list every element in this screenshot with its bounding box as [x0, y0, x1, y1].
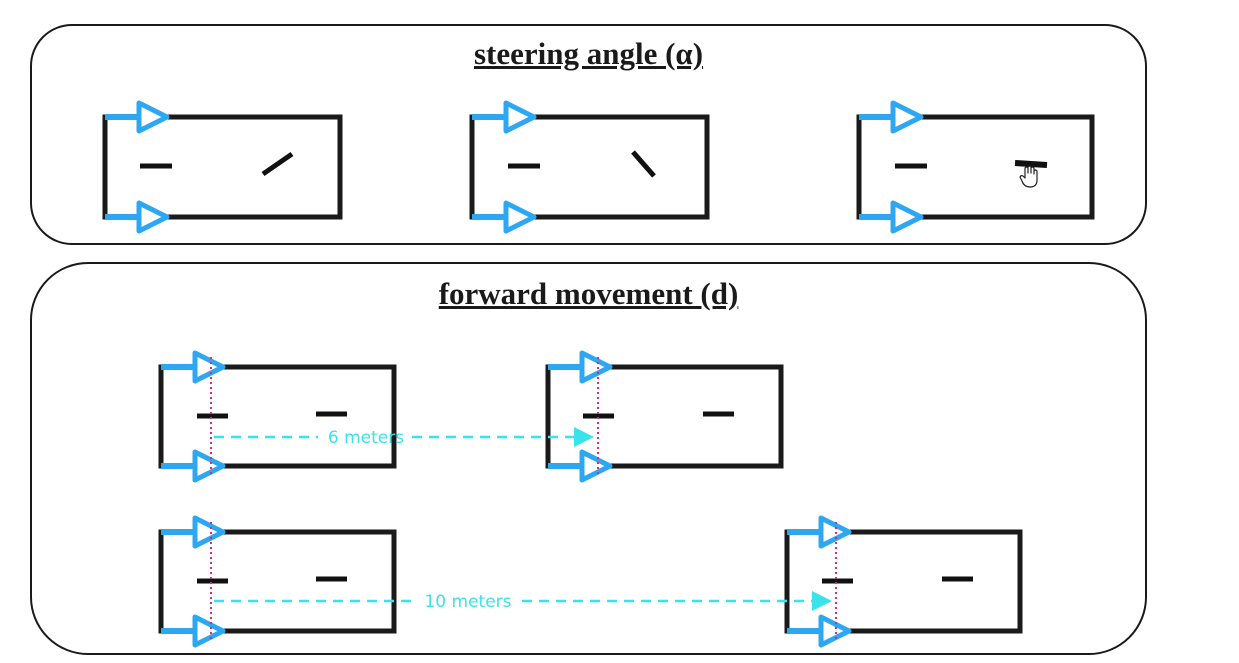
wheel-arrow-icon — [548, 350, 613, 384]
steer-car-2 — [469, 100, 710, 234]
steering-angle-panel: steering angle (α) — [30, 24, 1147, 245]
car-body — [158, 529, 397, 634]
car-body — [102, 114, 343, 220]
wheel-arrow-icon — [161, 614, 226, 648]
hand-pointer-icon — [1019, 165, 1038, 188]
car-body — [784, 529, 1023, 634]
wheel-arrow-icon — [105, 200, 170, 234]
arrowhead-icon — [812, 591, 832, 611]
steering-angle-title: steering angle (α) — [473, 36, 704, 71]
front-wheel-mark — [261, 151, 294, 177]
wheel-arrow-icon — [787, 614, 852, 648]
wheel-arrow-icon — [548, 449, 613, 483]
arrowhead-icon — [574, 427, 594, 447]
distance-arrow-6m: 6 meters — [214, 427, 594, 448]
distance-label-6m: 6 meters — [328, 428, 404, 448]
forward-car-start-1 — [158, 350, 397, 483]
wheel-arrow-icon — [161, 449, 226, 483]
wheel-arrow-icon — [787, 515, 852, 549]
car-body — [545, 364, 784, 469]
forward-car-end-2 — [784, 515, 1023, 648]
forward-car-start-2 — [158, 515, 397, 648]
distance-arrow-10m: 10 meters — [214, 591, 832, 612]
wheel-arrow-icon — [161, 350, 226, 384]
wheel-arrow-icon — [105, 100, 170, 134]
car-body — [469, 114, 710, 220]
car-body — [856, 114, 1095, 220]
car-body — [158, 364, 397, 469]
wheel-arrow-icon — [472, 100, 537, 134]
wheel-arrow-icon — [472, 200, 537, 234]
front-wheel-mark — [631, 150, 656, 178]
wheel-arrow-icon — [859, 200, 924, 234]
steer-car-3 — [856, 100, 1095, 234]
distance-label-10m: 10 meters — [424, 592, 511, 612]
front-wheel-mark[interactable] — [1014, 160, 1048, 168]
wheel-arrow-icon — [161, 515, 226, 549]
steer-car-1 — [102, 100, 343, 234]
forward-car-end-1 — [545, 350, 784, 483]
forward-movement-title: forward movement (d) — [438, 276, 739, 311]
wheel-arrow-icon — [859, 100, 924, 134]
